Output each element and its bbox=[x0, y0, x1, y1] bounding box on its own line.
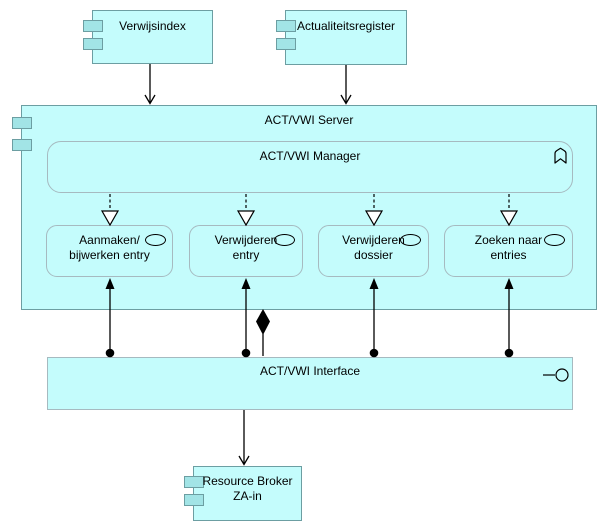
service-label: Verwijderen dossier bbox=[342, 233, 405, 262]
component-label: Resource Broker ZA-in bbox=[202, 474, 293, 503]
chevron-function-icon bbox=[554, 147, 567, 164]
component-label: ACT/VWI Server bbox=[264, 113, 354, 127]
component-resource-broker-za-in: Resource Broker ZA-in bbox=[184, 466, 302, 521]
service-verwijderen-entry: Verwijderen entry bbox=[189, 225, 303, 277]
flow-arrow-actualiteitsregister-to-server bbox=[340, 65, 352, 105]
service-verwijderen-dossier: Verwijderen dossier bbox=[318, 225, 429, 277]
component-label: Verwijsindex bbox=[119, 19, 186, 33]
ellipse-service-icon bbox=[274, 234, 295, 246]
service-aanmaken-bijwerken-entry: Aanmaken/ bijwerken entry bbox=[46, 225, 173, 277]
function-act-vwi-manager: ACT/VWI Manager bbox=[47, 141, 573, 193]
component-actualiteitsregister: Actualiteitsregister bbox=[276, 10, 407, 65]
interface-label: ACT/VWI Interface bbox=[259, 364, 361, 378]
service-zoeken-naar-entries: Zoeken naar entries bbox=[444, 225, 573, 277]
ellipse-service-icon bbox=[400, 234, 421, 246]
function-label: ACT/VWI Manager bbox=[259, 149, 361, 163]
service-label: Zoeken naar entries bbox=[474, 233, 543, 262]
component-label: Actualiteitsregister bbox=[296, 19, 396, 33]
composition-connector-server-interface bbox=[256, 309, 270, 356]
flow-arrow-verwijsindex-to-server bbox=[144, 64, 156, 105]
flow-arrow-interface-to-broker bbox=[238, 410, 250, 466]
ellipse-service-icon bbox=[544, 234, 565, 246]
service-label: Aanmaken/ bijwerken entry bbox=[69, 233, 150, 262]
lollipop-interface-icon bbox=[543, 368, 569, 382]
ellipse-service-icon bbox=[145, 234, 166, 246]
component-verwijsindex: Verwijsindex bbox=[83, 10, 213, 64]
service-label: Verwijderen entry bbox=[214, 233, 278, 262]
interface-act-vwi-interface: ACT/VWI Interface bbox=[47, 357, 573, 410]
component-act-vwi-server: ACT/VWI Server bbox=[12, 105, 597, 310]
